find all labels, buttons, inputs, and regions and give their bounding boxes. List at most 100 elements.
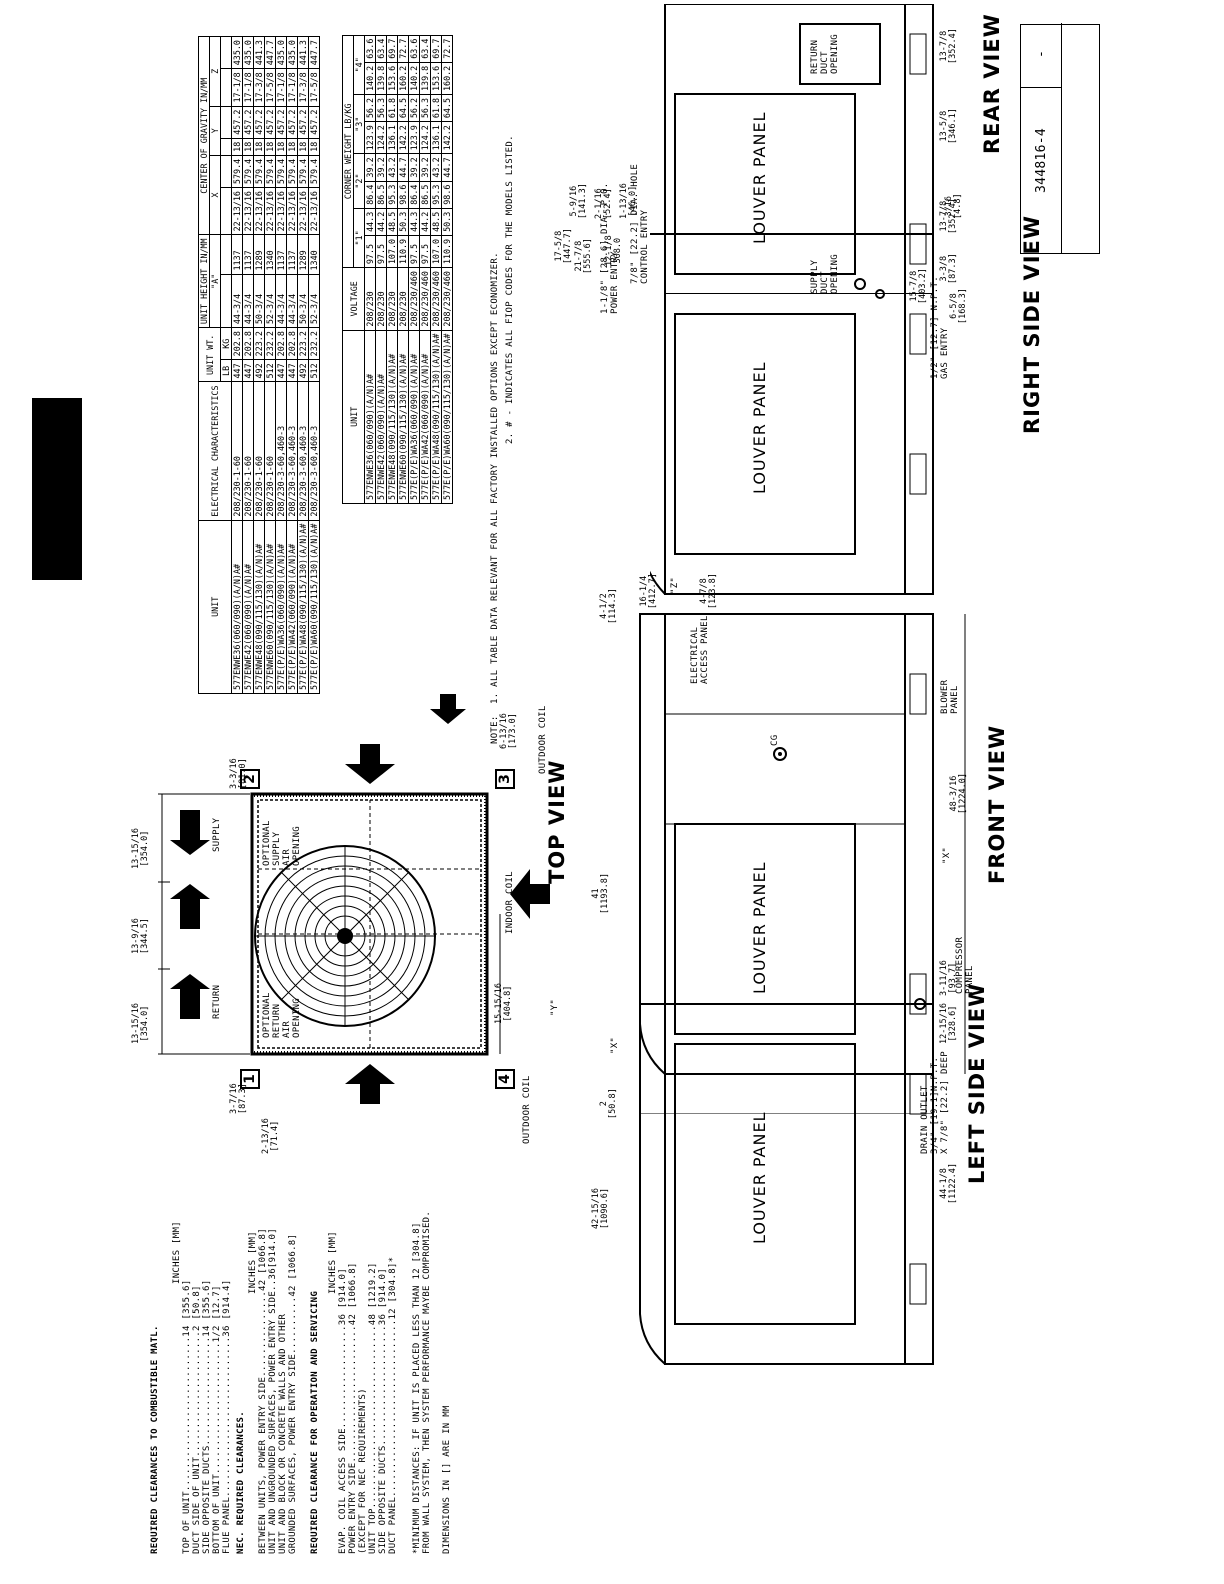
table-cell: 44-3/4	[286, 274, 298, 328]
service-title: REQUIRED CLEARANCE FOR OPERATION AND SER…	[310, 1290, 320, 1554]
right-louver-label: LOUVER PANEL	[750, 361, 769, 494]
table-cell: 577ENWE48(090/115/130)(A/N)A#	[253, 520, 265, 694]
table-cell: 579.4	[297, 155, 309, 188]
front-width-dim: 48-3/16 [1224.0]	[949, 773, 968, 814]
clearance-row: FLUE PANEL............................36…	[222, 1279, 232, 1555]
nec-units: INCHES [MM]	[248, 1231, 258, 1294]
table-cell: 577E(P/E)WA42(060/090)(A/N)A#	[286, 520, 298, 694]
table-header-height: UNIT HEIGHT IN/MM	[198, 234, 210, 328]
table-cell: 447	[286, 359, 298, 382]
table-header-lb: LB	[220, 359, 232, 382]
table-header-a: "A"	[209, 234, 221, 328]
table-cell: 492	[297, 359, 309, 382]
clearance-row: SIDE OPPOSITE DUCTS.....................…	[378, 1268, 388, 1554]
front-view: LOUVER PANEL 41 [1193.8] 2 [50.8] 4-1/2 …	[591, 554, 1020, 1119]
table-cell: 63.6	[364, 35, 376, 63]
table-header-corner: "3"	[353, 94, 365, 154]
table-cell: 208/230	[375, 267, 387, 331]
table-header-blank	[220, 138, 232, 156]
table-cell: 50.3	[441, 208, 453, 236]
minimum-note-2: FROM WALL SYSTEM, THEN SYSTEM PERFORMANC…	[422, 1210, 432, 1554]
table-row: 577ENWE48(090/115/130)(A/N)A#208/230-1-6…	[253, 36, 265, 694]
clearance-row: UNIT AND UNGROUNDED SURFACES, POWER ENTR…	[268, 1228, 278, 1554]
table-row: 577E(P/E)WA42(060/090)(A/N)A#208/230-3-6…	[286, 36, 298, 694]
table-cell: 72.7	[397, 35, 409, 63]
rear-dim-13-5-8: 13-5/8 [346.1]	[939, 108, 958, 144]
table-cell: 97.5	[375, 235, 387, 268]
table-cell: 208/230-1-60	[231, 381, 243, 521]
table-cell: 22-13/16	[275, 187, 287, 235]
table-cell: 202.8	[275, 327, 287, 360]
table-cell: 17-1/8	[286, 68, 298, 107]
table-cell: 124.2	[419, 121, 431, 154]
table-cell: 18	[231, 138, 243, 156]
table-cell: 1137	[275, 234, 287, 275]
table-cell: 435.0	[286, 36, 298, 69]
drawing-number-box: 344816-4 -	[1020, 23, 1100, 254]
table-cell: 56.3	[375, 94, 387, 122]
service-units: INCHES [MM]	[328, 1231, 338, 1294]
table-cell: 17-5/8	[264, 68, 276, 107]
front-x-mark-2: "X"	[610, 1036, 620, 1054]
table-cell: 18	[308, 138, 320, 156]
outdoor-coil-label-left: OUTDOOR COIL	[522, 1075, 532, 1144]
table-cell: 64.5	[397, 94, 409, 122]
table-cell: 579.4	[264, 155, 276, 188]
combustible-title: REQUIRED CLEARANCES TO COMBUSTIBLE MATL.	[150, 1325, 160, 1554]
table-cell: 577ENWE36(060/090)(A/N)A#	[231, 520, 243, 694]
table-cell: 22-13/16	[242, 187, 254, 235]
rear-dim-15-7-8: 15-7/8 [403.2]	[909, 268, 928, 304]
table-cell: 577E(P/E)WA42(060/090)(A/N)A#	[419, 330, 431, 504]
table-cell: 107.0	[430, 235, 442, 268]
cg-label: CG	[770, 734, 780, 746]
table-cell: 72.7	[441, 35, 453, 63]
table-cell: 22-13/16	[264, 187, 276, 235]
top-dim-mid: 13-9/16 [344.5]	[131, 918, 150, 954]
table-row: 577E(P/E)WA42(060/090)(A/N)A#208/230/460…	[419, 35, 431, 504]
table-cell: 50.3	[397, 208, 409, 236]
table-cell: 22-13/16	[308, 187, 320, 235]
table-cell: 447.7	[264, 36, 276, 69]
table-cell: 50-3/4	[297, 274, 309, 328]
table-cell: 208/230-3-60,460-3	[275, 381, 287, 521]
table-cell: 577E(P/E)WA36(060/090)(A/N)A#	[275, 520, 287, 694]
table-cell: 18	[242, 138, 254, 156]
table-header-kg: KG	[220, 327, 232, 360]
table-cell: 86.5	[419, 181, 431, 209]
table-cell: 44.2	[419, 208, 431, 236]
table-cell: 63.4	[375, 35, 387, 63]
table-cell: 43.2	[386, 153, 398, 182]
table-cell: 208/230	[364, 267, 376, 331]
table-cell: 447	[242, 359, 254, 382]
table-header-blank	[220, 274, 232, 328]
table-cell: 208/230-3-60,460-3	[286, 381, 298, 521]
table-cell: 223.2	[253, 327, 265, 360]
table-cell: 512	[308, 359, 320, 382]
control-entry-label: 7/8" [22.2] DIA. HOLE CONTROL ENTRY	[630, 163, 650, 284]
table-cell: 579.4	[286, 155, 298, 188]
fan-grill-icon	[254, 845, 436, 1027]
left-width-dim: 44-1/8 [1122.4]	[939, 1163, 958, 1204]
table-cell: 22-13/16	[231, 187, 243, 235]
right-dim-2-1-16: 2-1/16 [52.4]	[594, 188, 613, 219]
table-row: 577E(P/E)WA60(090/115/130)(A/N)A#208/230…	[441, 35, 453, 504]
table-cell: 1340	[308, 234, 320, 275]
table-cell: 44-3/4	[275, 274, 287, 328]
table-cell: 44.7	[441, 153, 453, 182]
table-cell: 232.2	[308, 327, 320, 360]
table-cell: 52-3/4	[308, 274, 320, 328]
table-cell: 232.2	[264, 327, 276, 360]
table-header-corner: "2"	[353, 153, 365, 209]
note-2: 2. # - INDICATES ALL FIOP CODES FOR THE …	[505, 135, 515, 444]
table-cell: 447.7	[308, 36, 320, 69]
table-cell: 44.3	[408, 208, 420, 236]
table-cell: 17-1/8	[231, 68, 243, 107]
table-cell: 579.4	[231, 155, 243, 188]
top-view-drawing	[158, 694, 550, 1104]
table-cell: 18	[253, 138, 265, 156]
drawing-number: 344816-4	[1034, 127, 1049, 193]
table-cell: 18	[286, 138, 298, 156]
front-louver-label: LOUVER PANEL	[750, 861, 769, 994]
